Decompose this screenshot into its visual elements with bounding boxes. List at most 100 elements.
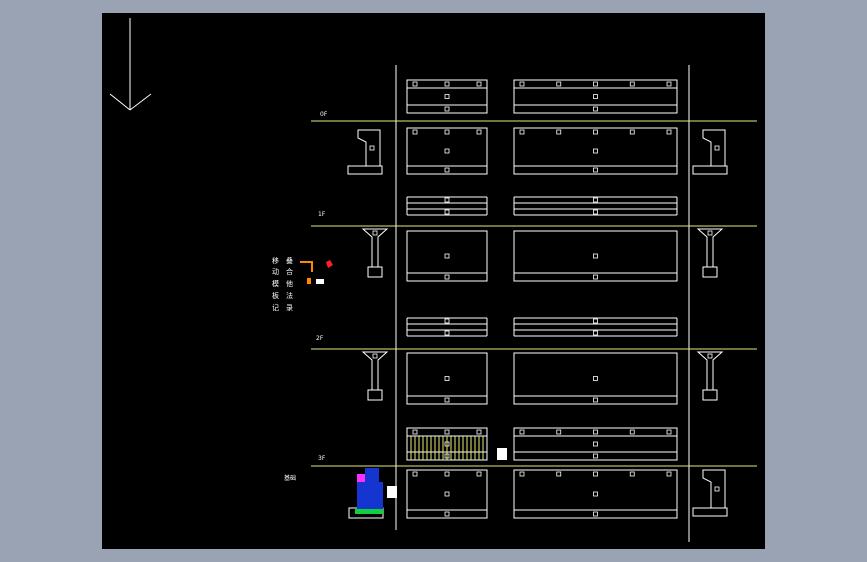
bracket-outline: [702, 129, 726, 167]
dim-mark: [444, 318, 450, 324]
panel-elevations: [406, 79, 678, 519]
dim-mark: [444, 167, 450, 173]
dim-mark: [444, 81, 450, 87]
bracket-footing: [347, 165, 383, 175]
bracket-left-r1: [692, 129, 728, 175]
bracket-outline: [357, 129, 381, 167]
dim-mark: [666, 129, 672, 135]
panel-outline: [513, 469, 678, 519]
bracket-outline: [702, 469, 726, 509]
dim-mark: [593, 318, 598, 324]
bracket-footing: [692, 165, 728, 175]
wall-panel-a1: [406, 127, 488, 175]
dim-mark: [593, 148, 598, 154]
floor-label-1: 1F: [318, 211, 326, 218]
dim-mark: [593, 511, 598, 517]
bracket-footing: [702, 266, 718, 278]
dim-mark: [593, 197, 598, 203]
bracket-left-l1: [347, 129, 383, 175]
dim-mark: [412, 129, 418, 135]
floor-lines: [311, 120, 757, 467]
bracket-tee-l2: [361, 228, 389, 278]
wall-panel-b1: [513, 127, 678, 175]
legend-line-2: 模 他: [272, 279, 293, 288]
dim-mark: [593, 106, 598, 112]
dim-mark: [707, 230, 713, 236]
panel-outline: [513, 352, 678, 405]
dim-mark: [444, 94, 450, 99]
wall-panel-a3: [406, 352, 488, 405]
dim-mark: [593, 441, 598, 447]
dim-mark: [629, 81, 635, 87]
panel-outline: [513, 79, 678, 114]
dim-mark: [556, 81, 562, 87]
dim-mark: [556, 429, 562, 435]
floor-label-3: 3F: [318, 455, 326, 462]
dim-mark: [593, 129, 598, 135]
legend-line-3: 板 法: [272, 291, 293, 300]
panel-outline: [406, 469, 488, 519]
panel-outline: [406, 352, 488, 405]
legend: 移 叠 动 合 模 他 板 法 记 录: [272, 256, 333, 312]
dim-mark: [444, 197, 450, 203]
dim-mark: [593, 209, 598, 215]
panel-outline: [406, 230, 488, 282]
dim-mark: [476, 471, 482, 477]
legend-orange-mark: [300, 261, 313, 272]
dim-mark: [593, 429, 598, 435]
dim-mark: [444, 253, 450, 259]
dim-mark: [593, 453, 598, 459]
dim-mark: [714, 486, 720, 492]
wall-panel-b2: [513, 230, 678, 282]
dim-mark: [593, 94, 598, 99]
dim-mark: [372, 230, 378, 236]
panel-outline: [513, 127, 678, 175]
floor-label-0: 0F: [320, 111, 328, 118]
down-arrow-icon: [109, 18, 152, 111]
dim-mark: [372, 353, 378, 359]
foundation-color-detail: [355, 448, 507, 514]
legend-small-mark: [307, 278, 311, 284]
bracket-footing: [702, 389, 718, 401]
dim-mark: [476, 129, 482, 135]
dim-mark: [369, 145, 375, 151]
dim-mark: [444, 429, 450, 435]
floor-label-group: 0F 1F 2F 3F 基础: [284, 111, 328, 482]
bracket-tee-r3: [696, 351, 724, 401]
dim-mark: [714, 145, 720, 151]
bracket-left-r4: [692, 469, 728, 517]
dim-mark: [519, 81, 525, 87]
dim-mark: [593, 81, 598, 87]
floor-label-2: 2F: [316, 335, 324, 342]
bracket-footing: [692, 507, 728, 517]
dim-mark: [444, 148, 450, 154]
wall-panel-b4: [513, 427, 678, 461]
beam-strip-a1: [406, 196, 488, 216]
dim-mark: [593, 274, 598, 280]
dim-mark: [519, 129, 525, 135]
dim-mark: [476, 429, 482, 435]
dim-mark: [444, 106, 450, 112]
beam-strip-b2: [513, 317, 678, 337]
dim-mark: [629, 129, 635, 135]
dim-mark: [593, 253, 598, 259]
legend-line-0: 移 叠: [272, 256, 293, 265]
dim-mark: [444, 511, 450, 517]
dim-mark: [444, 274, 450, 280]
beam-strip-b1: [513, 196, 678, 216]
bracket-footing: [367, 389, 383, 401]
grid-lines: [395, 65, 690, 542]
bracket-tee-l3: [361, 351, 389, 401]
panel-outline: [406, 127, 488, 175]
dim-mark: [519, 471, 525, 477]
foundation-label: 基础: [284, 474, 296, 482]
bracket-footing: [367, 266, 383, 278]
wall-panel-a5: [406, 469, 488, 519]
legend-line-1: 动 合: [272, 267, 293, 276]
dim-mark: [556, 471, 562, 477]
dim-mark: [666, 429, 672, 435]
dim-mark: [593, 330, 598, 336]
legend-line-4: 记 录: [272, 304, 293, 312]
dim-mark: [444, 491, 450, 497]
